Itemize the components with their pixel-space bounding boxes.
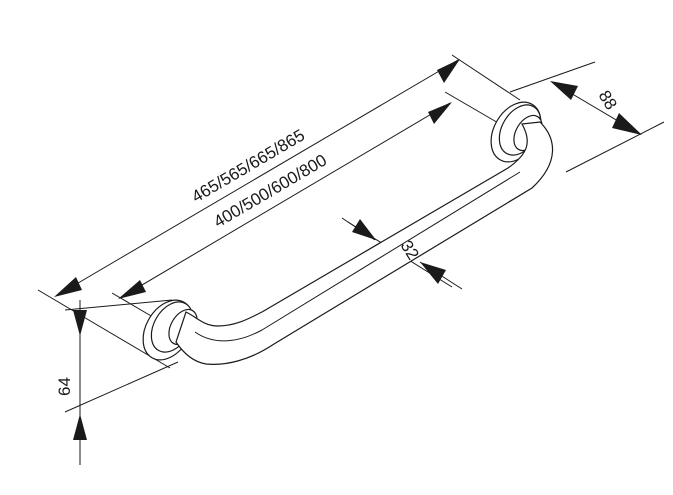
grab-bar-tube [175, 121, 554, 365]
arrow-center-right [428, 102, 452, 124]
grab-bar [142, 101, 554, 365]
arrow-32-bottom [420, 262, 446, 284]
arrow-88-bottom [612, 113, 642, 135]
flange-diameter-label: 64 [55, 377, 74, 396]
extension-lines [37, 54, 665, 413]
arrow-64-bottom [73, 414, 87, 440]
arrow-center-left [118, 280, 146, 299]
arrow-88-top [550, 81, 578, 100]
arrow-64-top [73, 310, 87, 336]
arrowheads [54, 59, 642, 440]
arrow-32-top [352, 219, 376, 240]
arrow-overall-left [54, 277, 82, 297]
arrow-overall-right [437, 59, 460, 83]
